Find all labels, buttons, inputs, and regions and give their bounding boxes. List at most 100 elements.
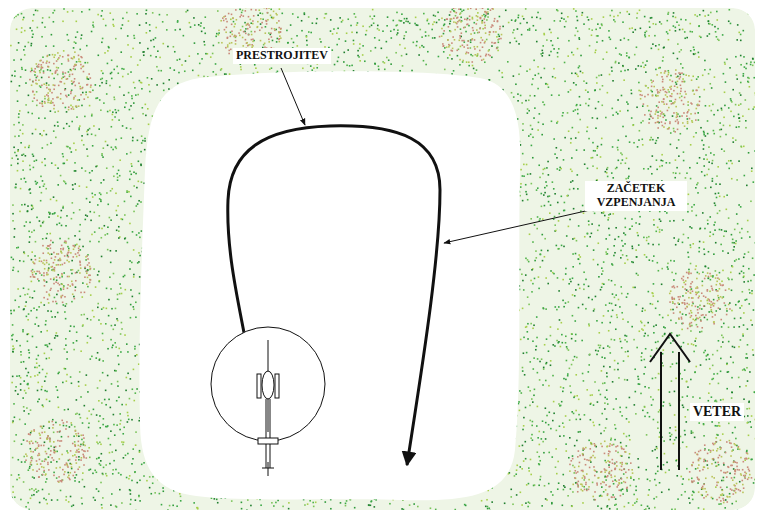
speckle bbox=[700, 228, 702, 230]
speckle bbox=[423, 60, 425, 62]
speckle bbox=[68, 94, 70, 96]
speckle bbox=[739, 386, 741, 388]
speckle bbox=[753, 274, 755, 276]
speckle bbox=[731, 163, 733, 165]
speckle bbox=[754, 392, 756, 394]
speckle bbox=[580, 71, 582, 73]
speckle bbox=[536, 41, 538, 43]
speckle bbox=[117, 320, 119, 322]
speckle bbox=[621, 347, 623, 349]
speckle bbox=[708, 392, 710, 394]
speckle bbox=[42, 489, 44, 491]
speckle bbox=[671, 380, 673, 382]
speckle bbox=[240, 66, 242, 68]
speckle bbox=[29, 27, 31, 29]
speckle bbox=[627, 379, 629, 381]
speckle bbox=[529, 420, 531, 422]
speckle bbox=[152, 482, 154, 484]
speckle bbox=[754, 92, 756, 94]
speckle bbox=[259, 12, 261, 14]
speckle bbox=[628, 421, 630, 423]
speckle bbox=[704, 15, 706, 17]
speckle bbox=[60, 490, 62, 492]
speckle bbox=[673, 128, 675, 130]
speckle bbox=[403, 509, 405, 511]
speckle bbox=[721, 335, 723, 337]
speckle bbox=[22, 397, 24, 399]
speckle bbox=[556, 9, 558, 11]
speckle bbox=[116, 173, 118, 175]
speckle bbox=[707, 35, 709, 37]
speckle bbox=[669, 439, 671, 441]
speckle bbox=[111, 126, 113, 128]
speckle bbox=[631, 326, 633, 328]
speckle bbox=[578, 307, 580, 309]
speckle bbox=[650, 79, 652, 81]
speckle bbox=[523, 164, 525, 166]
speckle bbox=[428, 23, 430, 25]
speckle bbox=[46, 238, 48, 240]
speckle bbox=[47, 69, 49, 71]
speckle bbox=[128, 191, 130, 193]
speckle bbox=[746, 63, 748, 65]
speckle bbox=[45, 188, 47, 190]
speckle bbox=[17, 247, 19, 249]
speckle bbox=[201, 58, 203, 60]
speckle bbox=[661, 23, 663, 25]
speckle bbox=[718, 383, 720, 385]
speckle bbox=[75, 149, 77, 151]
speckle bbox=[530, 474, 532, 476]
speckle bbox=[581, 340, 583, 342]
speckle bbox=[241, 502, 243, 504]
speckle bbox=[625, 351, 627, 353]
speckle bbox=[716, 11, 718, 13]
speckle bbox=[749, 408, 751, 410]
speckle bbox=[597, 350, 599, 352]
speckle bbox=[65, 496, 67, 498]
speckle bbox=[575, 334, 577, 336]
speckle bbox=[390, 30, 392, 32]
speckle bbox=[529, 390, 531, 392]
speckle bbox=[650, 396, 652, 398]
speckle bbox=[609, 508, 611, 510]
speckle bbox=[287, 42, 289, 44]
speckle bbox=[606, 169, 608, 171]
speckle bbox=[522, 123, 524, 125]
speckle bbox=[631, 225, 633, 227]
speckle bbox=[27, 205, 29, 207]
speckle bbox=[743, 312, 745, 314]
speckle bbox=[45, 324, 47, 326]
speckle bbox=[601, 370, 603, 372]
speckle bbox=[656, 496, 658, 498]
speckle bbox=[719, 196, 721, 198]
speckle bbox=[25, 305, 27, 307]
speckle bbox=[55, 386, 57, 388]
speckle bbox=[515, 473, 517, 475]
speckle bbox=[75, 36, 77, 38]
speckle bbox=[128, 92, 130, 94]
speckle bbox=[670, 144, 672, 146]
speckle bbox=[702, 281, 704, 283]
speckle bbox=[542, 384, 544, 386]
speckle bbox=[98, 227, 100, 229]
speckle bbox=[561, 334, 563, 336]
speckle bbox=[646, 434, 648, 436]
speckle bbox=[659, 166, 661, 168]
speckle bbox=[537, 88, 539, 90]
speckle bbox=[695, 468, 697, 470]
speckle bbox=[79, 230, 81, 232]
speckle bbox=[729, 473, 731, 475]
speckle bbox=[586, 245, 588, 247]
speckle bbox=[639, 216, 641, 218]
speckle bbox=[597, 264, 599, 266]
speckle bbox=[142, 113, 144, 115]
speckle bbox=[686, 381, 688, 383]
speckle bbox=[650, 355, 652, 357]
speckle bbox=[679, 334, 681, 336]
speckle bbox=[369, 26, 371, 28]
speckle bbox=[552, 76, 554, 78]
speckle bbox=[63, 304, 65, 306]
speckle bbox=[141, 135, 143, 137]
speckle bbox=[654, 479, 656, 481]
speckle bbox=[624, 227, 626, 229]
